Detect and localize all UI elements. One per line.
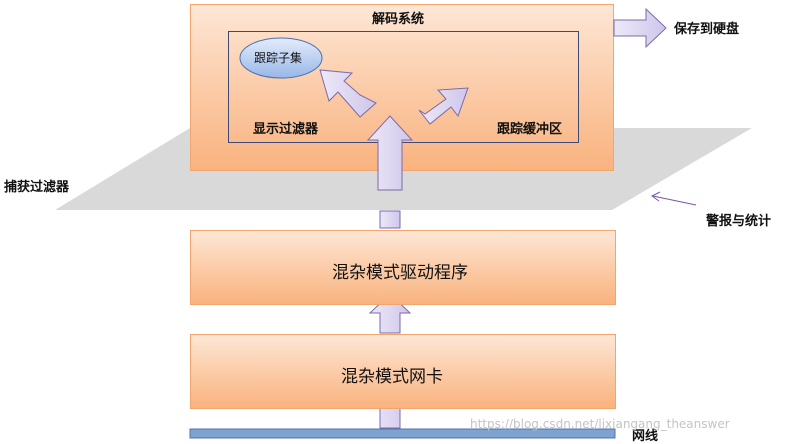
promiscuous-driver-label: 混杂模式驱动程序	[332, 263, 468, 283]
tracking-subset-ellipse	[239, 37, 323, 79]
tracking-buffer-label: 跟踪缓冲区	[497, 122, 563, 137]
arrow-stem-square	[379, 210, 401, 229]
alert-and-stats-label: 警报与统计	[706, 214, 772, 229]
promiscuous-nic-label: 混杂模式网卡	[341, 367, 443, 387]
promiscuous-driver-box	[190, 230, 616, 305]
promiscuous-nic-box	[190, 334, 616, 409]
alert-pointer-head	[651, 191, 661, 202]
alert-pointer-line	[652, 195, 697, 206]
network-cable-bar	[189, 428, 616, 439]
save-to-disk-label: 保存到硬盘	[674, 22, 740, 37]
display-filter-label: 显示过滤器	[253, 122, 319, 137]
decode-inner-frame	[228, 31, 579, 143]
tracking-subset-label: 跟踪子集	[254, 51, 303, 65]
decode-system-title: 解码系统	[372, 12, 425, 27]
network-cable-label: 网线	[632, 429, 659, 444]
watermark: https://blog.csdn.net/lixiangang_theansw…	[470, 417, 730, 431]
arrow-into-decode-system-top	[366, 115, 414, 191]
arrow-to-tracking-subset	[319, 69, 377, 118]
arrow-save-to-disk	[613, 7, 667, 49]
arrow-to-tracking-buffer	[418, 87, 469, 125]
capture-filter-label: 捕获过滤器	[4, 180, 70, 195]
